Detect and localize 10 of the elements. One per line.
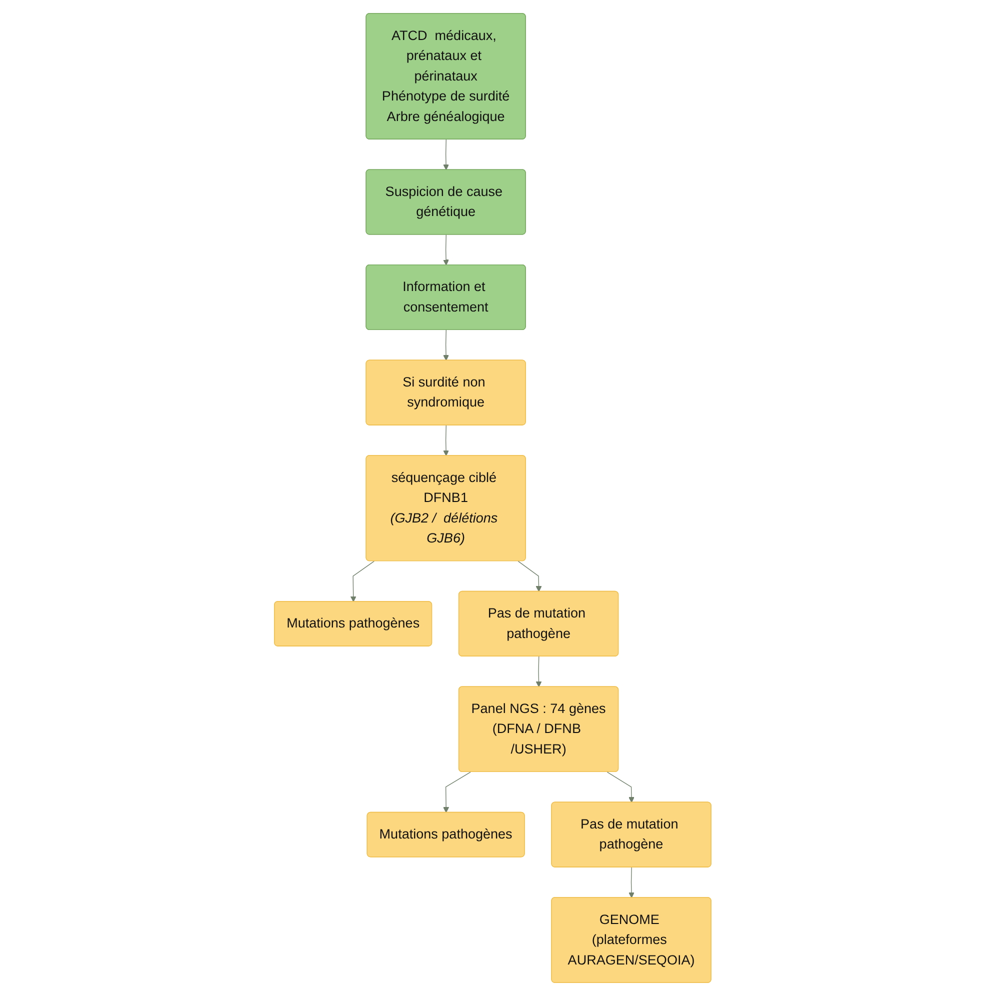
arrow xyxy=(443,329,450,360)
arrow xyxy=(518,560,542,592)
arrow xyxy=(443,234,450,265)
arrow xyxy=(443,771,472,812)
arrow xyxy=(443,424,450,456)
arrow xyxy=(607,771,635,802)
arrow xyxy=(350,560,375,602)
arrow xyxy=(536,656,542,687)
arrow xyxy=(628,866,635,898)
arrow xyxy=(443,138,450,170)
